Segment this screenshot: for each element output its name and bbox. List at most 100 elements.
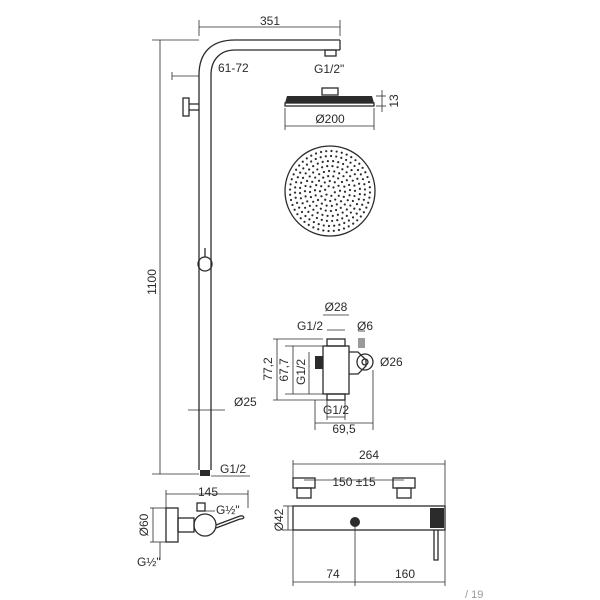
nozzle (305, 157, 308, 160)
nozzle (368, 191, 372, 194)
nozzle (338, 223, 341, 226)
nozzle (341, 211, 344, 214)
nozzle (350, 169, 353, 172)
label-mixer-seg-left: 74 (326, 567, 340, 581)
nozzle (321, 166, 324, 169)
nozzle (358, 187, 362, 190)
nozzle (317, 223, 320, 226)
nozzle (305, 179, 309, 183)
nozzle (295, 201, 299, 204)
label-slider-pin: Ø6 (357, 319, 373, 333)
nozzle (308, 175, 311, 178)
dim-total-height: 1100 (145, 39, 199, 475)
nozzle (312, 200, 315, 203)
label-bottom-inlet: G1/2 (220, 462, 246, 476)
nozzle (332, 229, 335, 232)
label-slider-inlet-bottom: G1/2 (323, 403, 349, 417)
label-61-72: 61-72 (218, 61, 249, 75)
label-slider-diam-top: Ø28 (325, 300, 348, 314)
nozzle (325, 150, 328, 153)
nozzle (328, 179, 331, 183)
nozzle (341, 168, 344, 171)
nozzle (289, 193, 292, 196)
nozzle (291, 203, 294, 207)
nozzle (309, 185, 312, 188)
nozzle (363, 183, 366, 186)
nozzle (364, 171, 367, 174)
nozzle (348, 194, 351, 197)
nozzle (327, 224, 331, 228)
shower-nozzles (288, 149, 372, 233)
nozzle (336, 219, 339, 222)
nozzle (346, 199, 349, 202)
shower-column (182, 39, 341, 476)
dim-mixer-centres: 150 ±15 (304, 475, 404, 489)
nozzle (308, 218, 311, 221)
nozzle (308, 190, 312, 194)
nozzle (310, 160, 313, 163)
nozzle (353, 189, 357, 192)
label-351: 351 (260, 14, 280, 28)
nozzle (326, 214, 329, 217)
nozzle (362, 211, 365, 214)
nozzle (301, 202, 304, 205)
nozzle (345, 208, 348, 211)
nozzle (311, 180, 314, 183)
nozzle (318, 190, 322, 193)
nozzle (345, 153, 348, 156)
nozzle (323, 181, 326, 184)
nozzle (327, 229, 330, 233)
nozzle (340, 180, 344, 184)
nozzle (347, 225, 350, 228)
nozzle (300, 181, 303, 184)
nozzle (343, 221, 346, 225)
nozzle (304, 206, 307, 209)
mixer-side (165, 502, 245, 543)
nozzle (334, 198, 337, 201)
dim-slider-heights: 77,2 67,7 G1/2 (261, 338, 327, 401)
nozzle (305, 163, 309, 166)
page-number: / 19 (465, 589, 483, 600)
nozzle (361, 203, 364, 206)
label-mixer-inlet-right: G½" (216, 503, 240, 517)
nozzle (333, 224, 336, 227)
nozzle (336, 213, 339, 216)
nozzle (347, 183, 351, 187)
nozzle (367, 201, 370, 204)
nozzle (331, 214, 334, 217)
nozzle (359, 173, 362, 176)
nozzle (330, 194, 333, 197)
nozzle (319, 150, 323, 154)
nozzle (333, 181, 336, 184)
nozzle (336, 166, 339, 169)
nozzle (294, 186, 297, 189)
dim-mixer-total: 264 (292, 448, 446, 506)
label-slider-height-inner: 67,7 (277, 358, 291, 382)
nozzle (358, 208, 361, 211)
dim-mixer-body: Ø42 (272, 505, 293, 531)
nozzle (368, 186, 371, 189)
nozzle (306, 200, 309, 203)
dim-tube-diameter: Ø25 (188, 395, 257, 411)
nozzle (345, 179, 348, 182)
nozzle (322, 176, 325, 179)
nozzle (355, 212, 358, 215)
nozzle (340, 151, 343, 154)
nozzle (316, 162, 319, 165)
nozzle (337, 184, 340, 187)
label-slider-inlet-side: G1/2 (294, 359, 308, 385)
nozzle (338, 172, 341, 175)
nozzle (315, 216, 318, 220)
nozzle (308, 204, 311, 207)
nozzle (348, 188, 352, 192)
label-mixer-inlet-left: G½" (137, 555, 161, 569)
nozzle (337, 194, 340, 197)
nozzle (353, 184, 356, 187)
nozzle (342, 175, 345, 178)
nozzle (307, 210, 310, 213)
nozzle (363, 188, 367, 191)
nozzle (366, 175, 369, 179)
nozzle (299, 217, 302, 220)
shower-head-side (284, 87, 375, 107)
